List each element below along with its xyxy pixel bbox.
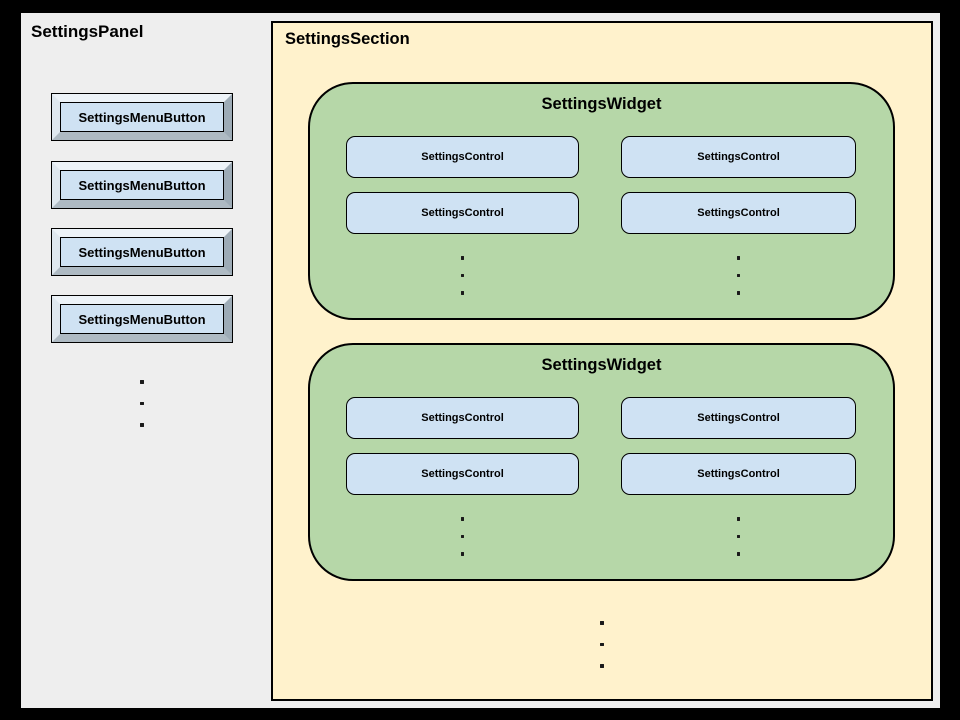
panel-title: SettingsPanel bbox=[31, 22, 144, 41]
widget-more-controls-ellipsis bbox=[621, 256, 856, 295]
dot bbox=[736, 273, 741, 277]
button-label: SettingsMenuButton bbox=[60, 237, 224, 267]
settings-menu-button[interactable]: SettingsMenuButton bbox=[51, 161, 233, 209]
button-bevel: SettingsMenuButton bbox=[52, 94, 232, 140]
button-bevel: SettingsMenuButton bbox=[52, 162, 232, 208]
dot bbox=[140, 423, 144, 427]
dot bbox=[736, 534, 741, 538]
dot bbox=[140, 401, 144, 405]
dot bbox=[600, 621, 604, 625]
dot bbox=[460, 534, 465, 538]
dot bbox=[736, 517, 741, 521]
dot bbox=[460, 552, 465, 556]
dot bbox=[600, 642, 604, 646]
widget-more-controls-ellipsis bbox=[346, 256, 579, 295]
settings-widget: SettingsWidget SettingsControl SettingsC… bbox=[308, 343, 895, 581]
settings-widget: SettingsWidget SettingsControl SettingsC… bbox=[308, 82, 895, 320]
panel-more-items-ellipsis bbox=[51, 380, 233, 427]
dot bbox=[460, 291, 465, 295]
widget-title: SettingsWidget bbox=[541, 95, 662, 113]
dot bbox=[460, 256, 465, 260]
settings-control[interactable]: SettingsControl bbox=[621, 397, 856, 439]
dot bbox=[600, 664, 604, 668]
button-label: SettingsMenuButton bbox=[60, 304, 224, 334]
dot bbox=[140, 380, 144, 384]
dot bbox=[460, 273, 465, 277]
button-bevel: SettingsMenuButton bbox=[52, 296, 232, 342]
settings-menu-button[interactable]: SettingsMenuButton bbox=[51, 93, 233, 141]
settings-control[interactable]: SettingsControl bbox=[346, 453, 579, 495]
dot bbox=[460, 517, 465, 521]
button-label: SettingsMenuButton bbox=[60, 102, 224, 132]
dot bbox=[736, 552, 741, 556]
settings-control[interactable]: SettingsControl bbox=[621, 453, 856, 495]
dot bbox=[736, 256, 741, 260]
settings-panel: SettingsPanel SettingsMenuButton Setting… bbox=[21, 13, 940, 708]
widget-title: SettingsWidget bbox=[541, 356, 662, 374]
settings-control[interactable]: SettingsControl bbox=[346, 136, 579, 178]
settings-control[interactable]: SettingsControl bbox=[346, 397, 579, 439]
settings-control[interactable]: SettingsControl bbox=[621, 136, 856, 178]
widget-more-controls-ellipsis bbox=[346, 517, 579, 556]
settings-control[interactable]: SettingsControl bbox=[346, 192, 579, 234]
dot bbox=[736, 291, 741, 295]
settings-menu-button[interactable]: SettingsMenuButton bbox=[51, 228, 233, 276]
settings-control[interactable]: SettingsControl bbox=[621, 192, 856, 234]
settings-section: SettingsSection SettingsWidget SettingsC… bbox=[271, 21, 933, 701]
section-title: SettingsSection bbox=[285, 30, 410, 48]
button-bevel: SettingsMenuButton bbox=[52, 229, 232, 275]
button-label: SettingsMenuButton bbox=[60, 170, 224, 200]
section-more-widgets-ellipsis bbox=[273, 621, 931, 668]
settings-menu-button[interactable]: SettingsMenuButton bbox=[51, 295, 233, 343]
widget-more-controls-ellipsis bbox=[621, 517, 856, 556]
